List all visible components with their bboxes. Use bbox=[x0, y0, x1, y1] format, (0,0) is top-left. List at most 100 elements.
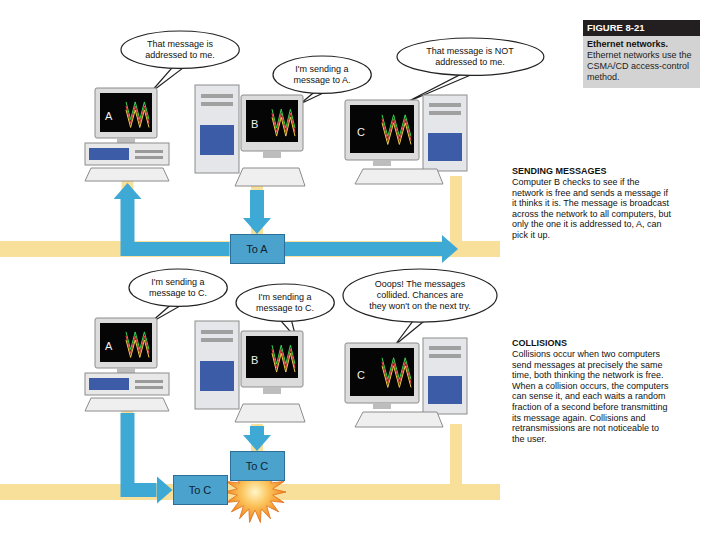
monitor-screen bbox=[246, 336, 298, 378]
bubble-ellipse bbox=[343, 269, 497, 322]
computer: A bbox=[85, 318, 170, 413]
keyboard bbox=[235, 404, 305, 422]
drive-slot bbox=[201, 102, 233, 106]
tower-case bbox=[195, 321, 239, 409]
section-body: Computer B checks to see if the network … bbox=[512, 177, 672, 241]
message-label: To C bbox=[246, 460, 269, 473]
message-arrow bbox=[128, 199, 230, 249]
monitor-frame bbox=[95, 88, 157, 138]
computer-illustration bbox=[345, 95, 470, 185]
text-block: Collisions occur when two computers send… bbox=[512, 349, 672, 444]
monitor-screen bbox=[350, 348, 414, 396]
monitor-stand bbox=[373, 403, 391, 409]
broadcast-arrow bbox=[284, 242, 442, 256]
computer-label: B bbox=[251, 118, 258, 131]
bubble-text: That message is addressed to me. bbox=[140, 39, 220, 61]
case-panel bbox=[200, 125, 234, 155]
computer-illustration bbox=[85, 318, 170, 413]
speech-bubble: Ooops! The messages collided. Chances ar… bbox=[342, 268, 498, 323]
monitor-frame bbox=[241, 95, 303, 151]
screen-saver-line bbox=[126, 110, 149, 128]
computer-illustration bbox=[345, 338, 470, 428]
drive-slot bbox=[429, 103, 461, 107]
bubble-text: Ooops! The messages collided. Chances ar… bbox=[368, 279, 473, 312]
drive-slot bbox=[429, 111, 461, 115]
monitor-frame bbox=[95, 318, 157, 368]
text-block: COLLISIONS bbox=[512, 338, 672, 349]
keyboard bbox=[235, 168, 305, 186]
drive-slot bbox=[135, 150, 163, 153]
bubble-ellipse bbox=[273, 56, 371, 93]
drive-slot bbox=[135, 380, 163, 383]
computer: C bbox=[345, 338, 470, 428]
monitor-stand bbox=[263, 151, 281, 158]
desktop-case bbox=[85, 373, 169, 395]
text-block: Computer B checks to see if the network … bbox=[512, 177, 672, 241]
bubble-text: That message is NOT addressed to me. bbox=[420, 46, 520, 68]
case-panel bbox=[200, 361, 234, 391]
bubble-tail bbox=[395, 320, 426, 345]
message-box: To C bbox=[230, 451, 285, 481]
keyboard bbox=[355, 169, 443, 184]
computer-illustration bbox=[85, 88, 170, 183]
computer-illustration bbox=[195, 316, 305, 426]
speech-bubble: That message is addressed to me. bbox=[120, 30, 240, 69]
computer: B bbox=[195, 80, 305, 190]
message-box: To A bbox=[230, 234, 285, 264]
drive-slot bbox=[429, 346, 461, 350]
monitor-stand bbox=[117, 138, 135, 143]
case-panel bbox=[89, 148, 129, 160]
drive-slot bbox=[429, 354, 461, 358]
bubble-ellipse bbox=[129, 269, 227, 306]
caption-text: Ethernet networks. bbox=[583, 36, 700, 50]
tower-case bbox=[423, 338, 467, 414]
computer-illustration bbox=[195, 80, 305, 190]
drop-cable bbox=[450, 424, 462, 485]
bubble-ellipse bbox=[236, 284, 334, 321]
case-panel bbox=[428, 376, 462, 404]
computer-label: B bbox=[251, 354, 258, 367]
monitor-screen bbox=[100, 93, 152, 132]
caption-text: Ethernet networks use the CSMA/CD access… bbox=[583, 50, 700, 88]
computer-label: C bbox=[357, 126, 365, 139]
monitor-stand bbox=[117, 368, 135, 373]
drive-slot bbox=[201, 330, 233, 334]
computer-label: A bbox=[105, 340, 112, 353]
screen-saver-line bbox=[382, 123, 411, 145]
drive-slot bbox=[201, 338, 233, 342]
screen-saver-line bbox=[382, 366, 411, 388]
caption-text: FIGURE 8-21 bbox=[583, 20, 700, 36]
drive-slot bbox=[135, 156, 163, 159]
tower-case bbox=[423, 95, 467, 171]
computer: A bbox=[85, 88, 170, 183]
speech-bubble: I'm sending a message to C. bbox=[235, 283, 335, 322]
monitor-frame bbox=[345, 100, 419, 160]
bubble-ellipse bbox=[121, 31, 239, 68]
computer: B bbox=[195, 316, 305, 426]
monitor-screen bbox=[246, 100, 298, 142]
keyboard bbox=[355, 412, 443, 427]
drive-slot bbox=[135, 386, 163, 389]
screen-saver-line bbox=[126, 340, 149, 358]
section-heading: SENDING MESSAGES bbox=[512, 166, 672, 177]
computer-label: C bbox=[357, 369, 365, 382]
case-panel bbox=[89, 378, 129, 390]
section-body: Collisions occur when two computers send… bbox=[512, 349, 672, 444]
speech-bubble: That message is NOT addressed to me. bbox=[396, 37, 545, 76]
monitor-screen bbox=[100, 323, 152, 362]
message-arrow bbox=[128, 413, 157, 490]
keyboard bbox=[85, 168, 169, 181]
desktop-case bbox=[85, 143, 169, 165]
message-arrow bbox=[250, 426, 264, 435]
message-label: To C bbox=[189, 484, 212, 497]
speech-bubble: I'm sending a message to A. bbox=[272, 55, 372, 94]
bubble-text: I'm sending a message to A. bbox=[289, 64, 355, 86]
drop-cable bbox=[450, 176, 462, 242]
drive-slot bbox=[201, 94, 233, 98]
computer-label: A bbox=[105, 110, 112, 123]
message-box: To C bbox=[173, 475, 228, 505]
case-panel bbox=[428, 133, 462, 161]
bubble-text: I'm sending a message to C. bbox=[252, 292, 318, 314]
screen-saver-line bbox=[272, 117, 295, 136]
monitor-stand bbox=[373, 160, 391, 166]
